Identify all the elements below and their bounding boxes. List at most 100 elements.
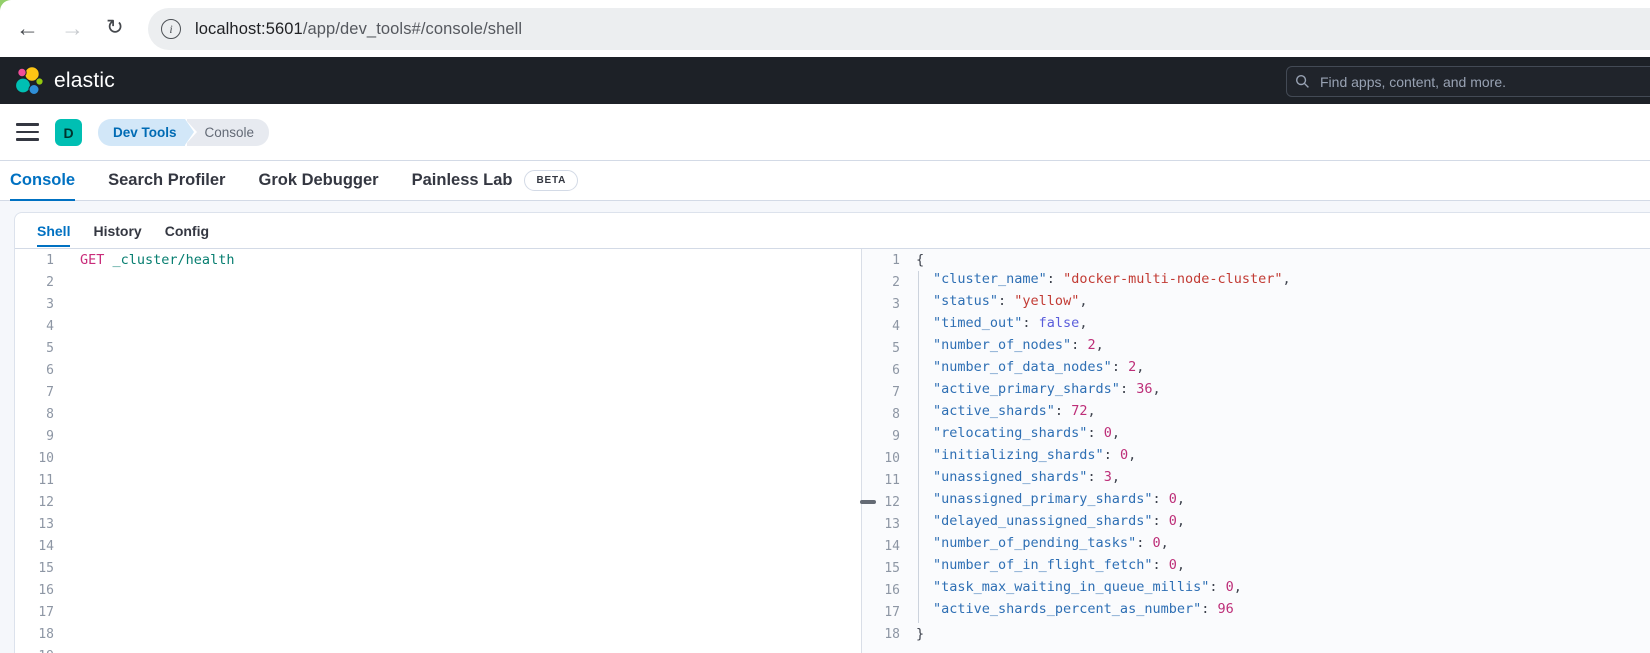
breadcrumb-dev-tools[interactable]: Dev Tools [98, 119, 185, 146]
code-line: 4 [16, 315, 861, 337]
line-number: 9 [16, 429, 54, 444]
line-number: 4 [862, 319, 900, 334]
indent-guide [918, 601, 933, 623]
url-text[interactable]: localhost:5601/app/dev_tools#/console/sh… [195, 20, 522, 39]
breadcrumb-console[interactable]: Console [187, 119, 270, 146]
line-number: 12 [16, 495, 54, 510]
subtab-shell[interactable]: Shell [37, 213, 70, 249]
line-number: 16 [16, 583, 54, 598]
breadcrumb: Dev Tools Console [98, 119, 269, 146]
line-number: 18 [862, 627, 900, 642]
line-number: 1 [862, 253, 900, 268]
code-line: 11"unassigned_shards": 3, [862, 469, 1650, 491]
code-line: 6"number_of_data_nodes": 2, [862, 359, 1650, 381]
url-domain: localhost:5601 [195, 20, 303, 38]
indent-guide [918, 447, 933, 469]
line-number: 6 [16, 363, 54, 378]
reload-icon[interactable]: ↻ [106, 14, 124, 42]
indent-guide [918, 469, 933, 491]
line-number: 11 [16, 473, 54, 488]
indent-guide [918, 491, 933, 513]
indent-guide [918, 381, 933, 403]
code-line: 15"number_of_in_flight_fetch": 0, [862, 557, 1650, 579]
indent-guide [918, 425, 933, 447]
menu-icon[interactable] [16, 123, 40, 141]
code-line: 7 [16, 381, 861, 403]
splitter-handle-icon[interactable] [860, 500, 876, 504]
forward-icon[interactable]: → [61, 14, 84, 42]
line-number: 11 [862, 473, 900, 488]
line-number: 13 [862, 517, 900, 532]
breadcrumb-arrow [185, 119, 194, 145]
browser-toolbar: ← → ↻ i localhost:5601/app/dev_tools#/co… [0, 0, 1650, 57]
indent-guide [918, 359, 933, 381]
line-number: 16 [862, 583, 900, 598]
code-line: 9 [16, 425, 861, 447]
code-line: 8"active_shards": 72, [862, 403, 1650, 425]
breadcrumb-label: Dev Tools [113, 125, 177, 140]
code-line: 17 [16, 601, 861, 623]
code-line: 15 [16, 557, 861, 579]
page-info-icon[interactable]: i [161, 19, 181, 39]
subtab-history[interactable]: History [93, 213, 141, 249]
code-line: 11 [16, 469, 861, 491]
dev-tools-tab-bar: Console Search Profiler Grok Debugger Pa… [0, 161, 1650, 201]
code-line: 10 [16, 447, 861, 469]
line-number: 7 [16, 385, 54, 400]
code-line: 2"cluster_name": "docker-multi-node-clus… [862, 271, 1650, 293]
indent-guide [918, 513, 933, 535]
line-number: 7 [862, 385, 900, 400]
code-line: 17"active_shards_percent_as_number": 96 [862, 601, 1650, 623]
code-line: 2 [16, 271, 861, 293]
tab-console[interactable]: Console [10, 161, 75, 201]
code-line: 14"number_of_pending_tasks": 0, [862, 535, 1650, 557]
line-number: 8 [16, 407, 54, 422]
code-line: 3 [16, 293, 861, 315]
line-number: 10 [862, 451, 900, 466]
global-search-input[interactable] [1286, 66, 1650, 97]
line-number: 3 [862, 297, 900, 312]
line-number: 14 [862, 539, 900, 554]
line-number: 17 [862, 605, 900, 620]
line-number: 17 [16, 605, 54, 620]
line-number: 18 [16, 627, 54, 642]
line-number: 8 [862, 407, 900, 422]
tab-painless-lab[interactable]: Painless Lab [412, 161, 513, 201]
indent-guide [918, 535, 933, 557]
app-initial-badge: D [55, 119, 82, 146]
code-line: 1GET _cluster/health [16, 249, 861, 271]
code-line: 14 [16, 535, 861, 557]
subtab-config[interactable]: Config [165, 213, 209, 249]
response-viewer[interactable]: 1{2"cluster_name": "docker-multi-node-cl… [862, 249, 1650, 653]
indent-guide [918, 403, 933, 425]
line-number: 15 [16, 561, 54, 576]
code-line: 1{ [862, 249, 1650, 271]
code-line: 8 [16, 403, 861, 425]
code-line: 4"timed_out": false, [862, 315, 1650, 337]
code-line: 13"delayed_unassigned_shards": 0, [862, 513, 1650, 535]
code-line: 5"number_of_nodes": 2, [862, 337, 1650, 359]
console-panel: Shell History Config 1GET _cluster/healt… [14, 212, 1650, 653]
code-line: 16 [16, 579, 861, 601]
tab-grok-debugger[interactable]: Grok Debugger [258, 161, 378, 201]
code-line: 3"status": "yellow", [862, 293, 1650, 315]
line-number: 14 [16, 539, 54, 554]
url-path: /app/dev_tools#/console/shell [303, 20, 522, 38]
code-line: 13 [16, 513, 861, 535]
line-number: 6 [862, 363, 900, 378]
address-bar[interactable]: i localhost:5601/app/dev_tools#/console/… [148, 8, 1650, 50]
code-line: 18 [16, 623, 861, 645]
line-number: 13 [16, 517, 54, 532]
back-icon[interactable]: ← [16, 14, 39, 42]
request-editor[interactable]: 1GET _cluster/health23456789101112131415… [16, 249, 861, 653]
elastic-cluster-icon [14, 65, 45, 96]
beta-badge: BETA [524, 170, 578, 191]
breadcrumb-label: Console [205, 125, 255, 140]
elastic-logo[interactable]: elastic [14, 65, 115, 96]
line-number: 19 [16, 649, 54, 653]
code-line: 12"unassigned_primary_shards": 0, [862, 491, 1650, 513]
code-line: 10"initializing_shards": 0, [862, 447, 1650, 469]
tab-search-profiler[interactable]: Search Profiler [108, 161, 225, 201]
indent-guide [918, 337, 933, 359]
indent-guide [918, 293, 933, 315]
